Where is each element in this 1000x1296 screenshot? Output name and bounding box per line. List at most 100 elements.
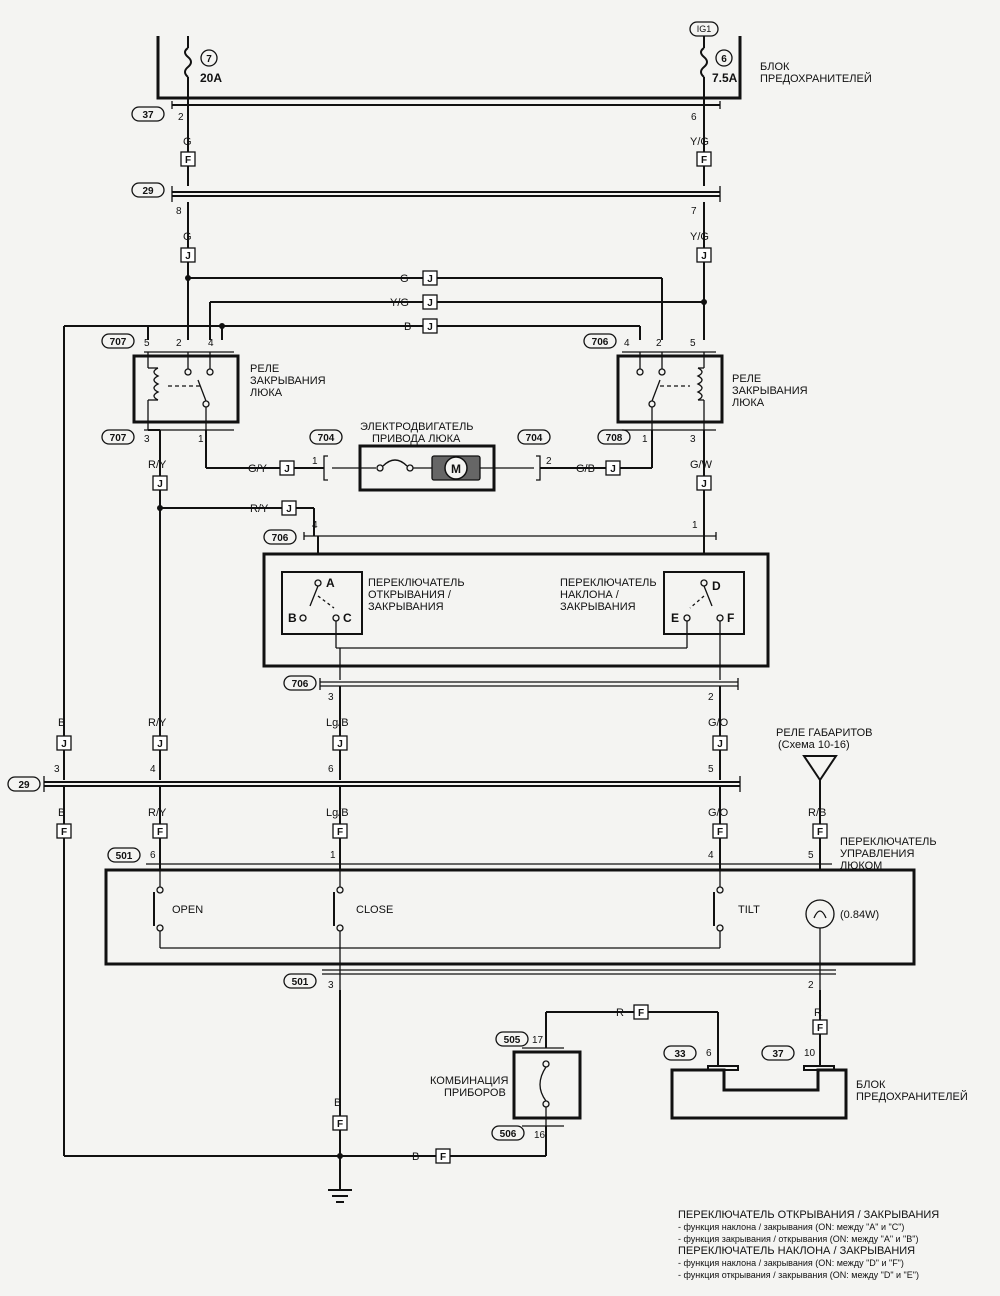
- relay-right-label: РЕЛЕ: [732, 373, 761, 385]
- fuse-block-top: 7 20A IG1 6 7.5A БЛОК ПРЕДОХРАНИТЕЛЕЙ: [156, 21, 872, 122]
- wire-color-label: Y/G: [690, 136, 709, 148]
- motor-label: ПРИВОДА ЛЮКА: [372, 433, 461, 445]
- wire-color-label: R/B: [808, 807, 826, 819]
- control-switch-tilt-label: TILT: [738, 904, 760, 916]
- fuse-block-bottom-label: ПРЕДОХРАНИТЕЛЕЙ: [856, 1090, 968, 1103]
- pin-label: 3: [144, 434, 150, 445]
- wire-color-label: B: [334, 1097, 341, 1109]
- switch-terminal-f: F: [727, 611, 734, 625]
- motor-symbol: M: [451, 462, 461, 476]
- switch-tilt-label: ЗАКРЫВАНИЯ: [560, 601, 636, 613]
- relay-left: 707 5 2 4 707 3 1 РЕЛЕ ЗАКРЫВАНИЯ ЛЮКА: [101, 333, 326, 445]
- wire-color-label: B: [58, 807, 65, 819]
- pin-label: 5: [690, 338, 696, 349]
- wire-color-label: G/O: [708, 717, 729, 729]
- pin-label: 3: [54, 764, 60, 775]
- wire-color-label: R/Y: [148, 807, 167, 819]
- connector-706-label: 706: [272, 533, 289, 544]
- relay-left-label: ЗАКРЫВАНИЯ: [250, 375, 326, 387]
- switch-open-close: [281, 571, 363, 635]
- control-switch-lamp-rating: (0.84W): [840, 909, 879, 921]
- connector-505-label: 505: [504, 1035, 521, 1046]
- fuse-right-number: 6: [721, 54, 727, 65]
- tag-j: J: [286, 504, 292, 515]
- notes: ПЕРЕКЛЮЧАТЕЛЬ ОТКРЫВАНИЯ / ЗАКРЫВАНИЯ - …: [678, 1209, 939, 1280]
- wire-color-label: G/W: [690, 459, 713, 471]
- connector-33-label: 33: [674, 1049, 686, 1060]
- connector-708-label: 708: [606, 433, 623, 444]
- wire-color-label: Lg/B: [326, 717, 349, 729]
- wire-color-label: R/Y: [148, 459, 167, 471]
- wire-color-label: R: [814, 1007, 822, 1019]
- pin-label: 1: [642, 434, 648, 445]
- pin-label: 5: [144, 338, 150, 349]
- relay-right-label: ЛЮКА: [732, 397, 765, 409]
- connector-707-label: 707: [110, 433, 127, 444]
- wire-color-label: R/Y: [250, 503, 269, 515]
- switch-terminal-d: D: [712, 579, 721, 593]
- connector-706-label: 706: [592, 337, 609, 348]
- pin-label: 2: [808, 980, 814, 991]
- motor-icon: [444, 456, 468, 480]
- note-line: - функция закрывания / открывания (ON: м…: [678, 1234, 918, 1244]
- tag-f: F: [337, 1119, 343, 1130]
- motor-label: ЭЛЕКТРОДВИГАТЕЛЬ: [360, 421, 474, 433]
- tag-j: J: [427, 322, 433, 333]
- control-switch-label: ПЕРЕКЛЮЧАТЕЛЬ: [840, 836, 937, 848]
- tail-relay-label: РЕЛЕ ГАБАРИТОВ: [776, 727, 873, 739]
- tag-j: J: [185, 251, 191, 262]
- pin-label: 6: [150, 850, 156, 861]
- switch-terminal-c: C: [343, 611, 352, 625]
- tail-relay-triangle-icon: [802, 755, 838, 782]
- tag-f: F: [61, 827, 67, 838]
- switch-tilt-label: НАКЛОНА /: [560, 589, 620, 601]
- connector-29-label: 29: [18, 780, 30, 791]
- tag-j: J: [61, 739, 67, 750]
- control-switch-close-label: CLOSE: [356, 904, 393, 916]
- relay-cross-wires: G J Y/G J B J: [63, 270, 707, 735]
- connector-506-label: 506: [500, 1129, 517, 1140]
- switch-tilt-label: ПЕРЕКЛЮЧАТЕЛЬ: [560, 577, 657, 589]
- tail-lamp-relay: РЕЛЕ ГАБАРИТОВ (Схема 10-16): [776, 727, 873, 930]
- tag-j: J: [157, 739, 163, 750]
- switch-terminal-e: E: [671, 611, 679, 625]
- pin-label: 1: [692, 520, 698, 531]
- tag-f: F: [817, 827, 823, 838]
- sunroof-motor: ЭЛЕКТРОДВИГАТЕЛЬ ПРИВОДА ЛЮКА M 704 704 …: [309, 421, 552, 492]
- tag-f: F: [717, 827, 723, 838]
- relay-right: 706 4 2 5 708 1 3 РЕЛЕ ЗАКРЫВАНИЯ ЛЮКА: [583, 333, 808, 445]
- pin-label: 3: [690, 434, 696, 445]
- tag-f: F: [157, 827, 163, 838]
- connector-707-label: 707: [110, 337, 127, 348]
- tag-f: F: [817, 1023, 823, 1034]
- fuse-block-title-1: БЛОК: [760, 61, 790, 73]
- wire-color-label: Lg/B: [326, 807, 349, 819]
- pin-label: 4: [312, 520, 318, 531]
- tag-j: J: [701, 251, 707, 262]
- pin-label: 4: [624, 338, 630, 349]
- fuse-6-icon: [700, 36, 708, 122]
- fuse-left-number: 7: [206, 54, 212, 65]
- switch-open-close-label: ОТКРЫВАНИЯ /: [368, 589, 452, 601]
- connector-704-label: 704: [526, 433, 543, 444]
- pin-label: 6: [328, 764, 334, 775]
- switch-terminal-a: A: [326, 576, 335, 590]
- connector-37-label: 37: [772, 1049, 784, 1060]
- tag-j: J: [157, 479, 163, 490]
- switch-module: 4 1 706 A B C ПЕРЕКЛЮЧАТЕЛЬ ОТКРЫВАНИЯ /…: [262, 520, 770, 703]
- wire-color-label: Y/G: [390, 297, 409, 309]
- pin-label: 16: [534, 1130, 546, 1141]
- connector-37-bus: 37 2 6: [131, 101, 721, 123]
- note-line: ПЕРЕКЛЮЧАТЕЛЬ НАКЛОНА / ЗАКРЫВАНИЯ: [678, 1245, 915, 1257]
- wire-color-label: Y/G: [690, 231, 709, 243]
- wire-color-label: R: [616, 1007, 624, 1019]
- pin-label: 10: [804, 1048, 816, 1059]
- connector-29-bus-lower: 29 3 4 6 5: [7, 764, 741, 792]
- tag-j: J: [337, 739, 343, 750]
- connector-501-label: 501: [116, 851, 133, 862]
- pin-label: 2: [176, 338, 182, 349]
- note-line: ПЕРЕКЛЮЧАТЕЛЬ ОТКРЫВАНИЯ / ЗАКРЫВАНИЯ: [678, 1209, 939, 1221]
- ign-label: IG1: [697, 24, 712, 34]
